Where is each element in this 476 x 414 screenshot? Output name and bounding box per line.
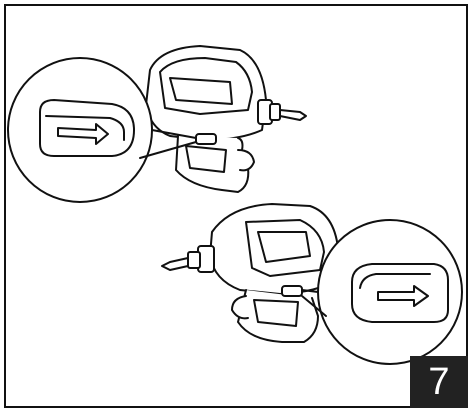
direction-switch-left-icon xyxy=(39,99,135,157)
impact-driver-icon xyxy=(145,45,307,193)
step-number-badge: 7 xyxy=(410,356,468,408)
impact-driver-icon xyxy=(161,203,339,343)
direction-switch-right-icon xyxy=(351,263,449,323)
